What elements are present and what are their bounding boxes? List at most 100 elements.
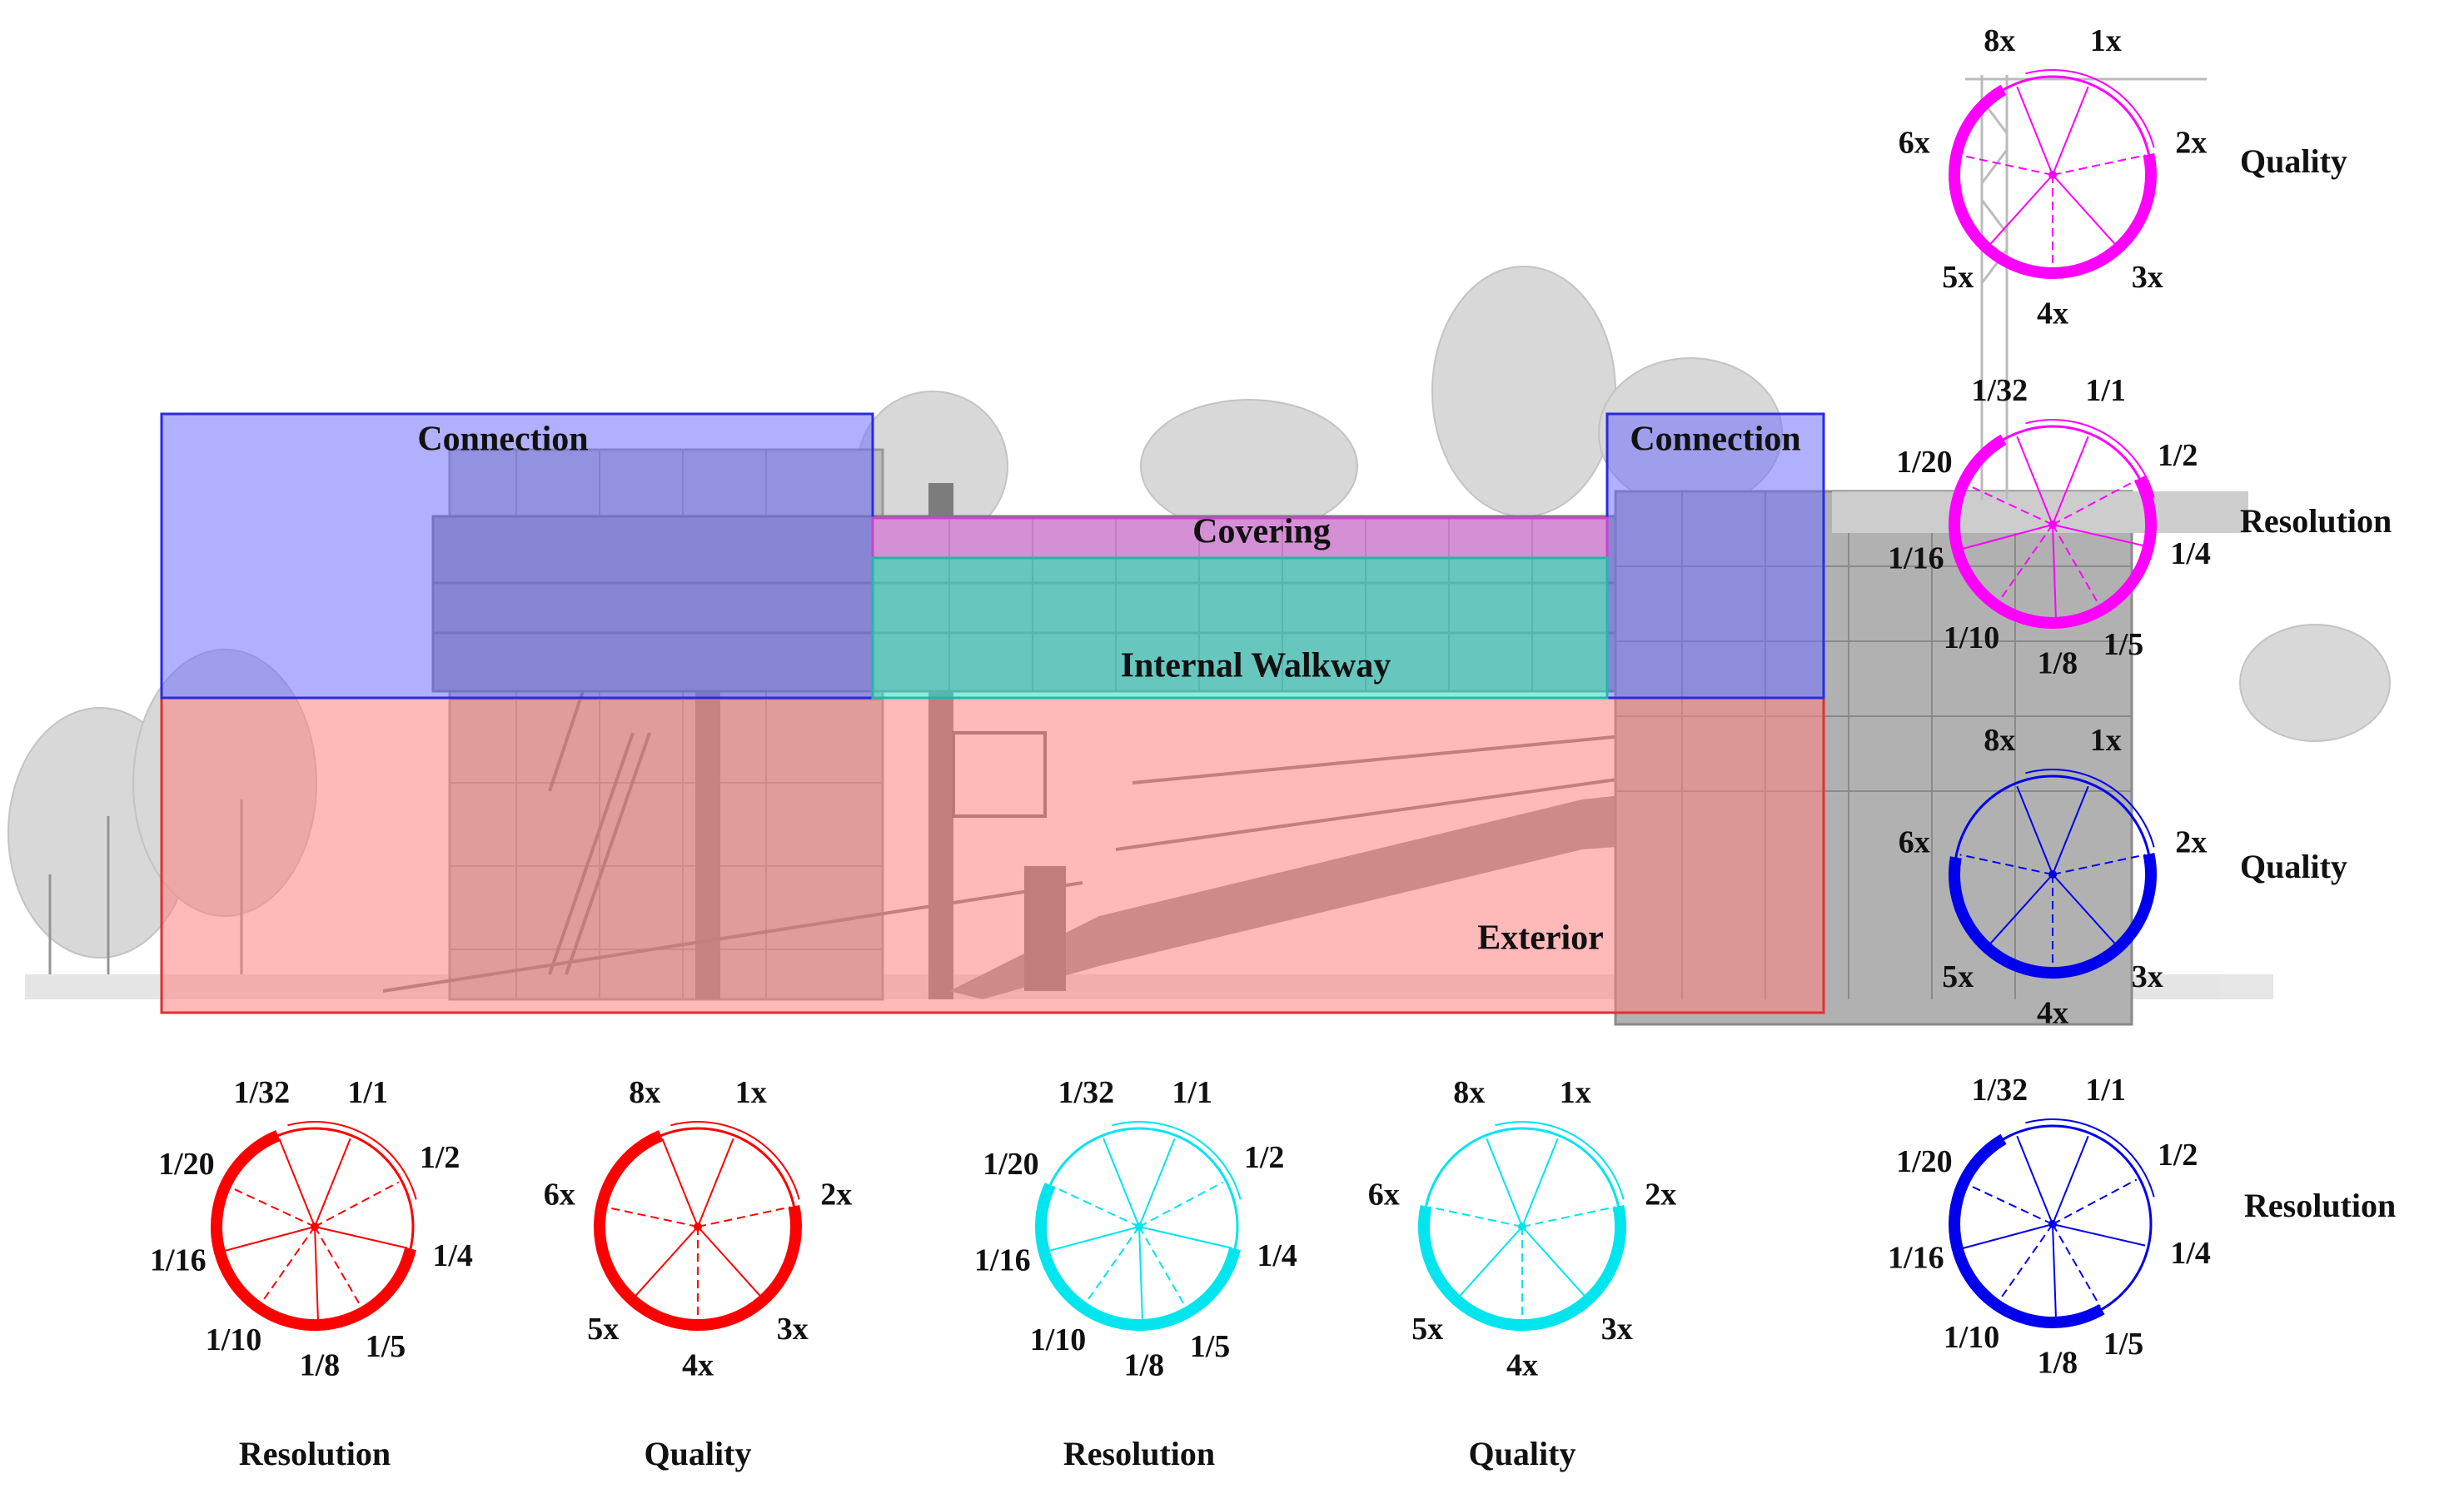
- dial-spoke: [2016, 785, 2053, 875]
- dial-tick-label: 1/8: [300, 1348, 341, 1383]
- dial-tick-label: 1/10: [1030, 1322, 1087, 1357]
- dial-spoke: [314, 1226, 408, 1249]
- dial-tick-label: 4x: [1506, 1348, 1538, 1383]
- dial-resolution-blue: 1/11/21/41/51/81/101/161/201/32Resolutio…: [1888, 1073, 2396, 1381]
- dial-tick-label: 1/20: [158, 1147, 215, 1182]
- dial-tick-label: 1/2: [1244, 1140, 1285, 1175]
- dial-caption: Resolution: [1063, 1435, 1215, 1472]
- dial-tick-label: 4x: [2037, 296, 2068, 331]
- dial-spoke: [2052, 785, 2089, 875]
- dial-tick-label: 5x: [587, 1312, 619, 1347]
- dial-resolution-cyan: 1/11/21/41/51/81/101/161/201/32Resolutio…: [974, 1075, 1297, 1472]
- dial-tick-label: 1/1: [2085, 373, 2126, 408]
- dial-spoke: [1521, 1226, 1587, 1298]
- dial-spoke: [1457, 1226, 1523, 1298]
- dial-spoke: [2052, 524, 2101, 608]
- zone-connection-left: [160, 412, 874, 700]
- dial-tick-label: 1/10: [1944, 620, 2000, 655]
- dial-tick-label: 2x: [2175, 824, 2207, 859]
- dial-tick-label: 1/32: [1972, 1073, 2028, 1108]
- dial-tick-label: 6x: [544, 1177, 575, 1212]
- dial-spoke: [2016, 1135, 2053, 1225]
- dial-tick-label: 1/4: [432, 1238, 473, 1273]
- dial-spoke: [1138, 1226, 1187, 1310]
- dial-spoke: [314, 1181, 400, 1228]
- dial-tick-label: 2x: [2175, 125, 2207, 160]
- dial-spoke: [2052, 1223, 2101, 1307]
- dial-hub: [2048, 171, 2057, 179]
- dial-tick-label: 2x: [820, 1177, 852, 1212]
- dial-tick-label: 6x: [1899, 125, 1930, 160]
- dial-spoke: [1138, 1138, 1176, 1228]
- dial-thick-arc: [1949, 434, 2157, 629]
- dial-tick-label: 6x: [1899, 824, 1930, 859]
- dial-tick-label: 1/10: [206, 1322, 262, 1357]
- dial-spoke: [697, 1138, 734, 1228]
- dial-tick-label: 1/2: [2158, 438, 2198, 473]
- dial-spoke: [1966, 1183, 2053, 1225]
- dial-tick-label: 1/2: [2158, 1138, 2198, 1173]
- dial-tick-label: 1/5: [2103, 1327, 2144, 1362]
- dial-thick-arc: [594, 1130, 802, 1331]
- zone-label-covering: Covering: [1192, 513, 1331, 551]
- dial-tick-label: 1/20: [983, 1147, 1039, 1182]
- dial-spoke: [278, 1138, 316, 1228]
- dial-spoke: [1960, 524, 2053, 550]
- dial-tick-label: 1/16: [150, 1243, 207, 1278]
- dial-tick-label: 1/10: [1944, 1320, 2000, 1355]
- dial-tick-label: 1/1: [2085, 1073, 2126, 1108]
- dial-tick-label: 2x: [1645, 1177, 1676, 1212]
- dial-tick-label: 1/5: [366, 1329, 406, 1364]
- zone-connection-right: [1605, 412, 1825, 700]
- zone-label-connection-right: Connection: [1630, 421, 1800, 459]
- dial-spoke: [1959, 854, 2053, 875]
- dial-tick-label: 1/4: [1257, 1238, 1297, 1273]
- dial-outer-arc: [670, 1121, 800, 1200]
- dial-spoke: [2052, 1223, 2146, 1247]
- dial-tick-label: 5x: [1942, 959, 1974, 994]
- dial-outer-arc: [1112, 1121, 1242, 1200]
- dial-hub: [694, 1223, 702, 1231]
- dial-spoke: [1960, 1223, 2053, 1250]
- dial-spoke: [228, 1185, 316, 1228]
- dial-hub: [311, 1223, 319, 1231]
- dial-hub: [1518, 1223, 1526, 1231]
- dial-spoke: [1138, 1226, 1143, 1322]
- dial-caption: Resolution: [2240, 502, 2392, 540]
- dial-spoke: [605, 1206, 699, 1228]
- dial-tick-label: 1/8: [2038, 1346, 2078, 1381]
- zone-exterior: [160, 696, 1825, 1014]
- dial-tick-label: 1/1: [1172, 1075, 1212, 1110]
- dial-spoke: [2016, 436, 2053, 525]
- dial-tick-label: 1/16: [1888, 541, 1944, 576]
- dial-tick-label: 8x: [1984, 23, 2015, 58]
- zone-label-internal-walkway: Internal Walkway: [1121, 647, 1391, 685]
- dial-thick-arc: [1948, 84, 2157, 279]
- dial-resolution-red: 1/11/21/41/51/81/101/161/201/32Resolutio…: [150, 1075, 473, 1472]
- dial-caption: Quality: [645, 1435, 752, 1472]
- dial-caption: Resolution: [2244, 1187, 2396, 1224]
- dial-caption: Resolution: [239, 1435, 391, 1472]
- dial-spoke: [2052, 174, 2118, 247]
- dial-spoke: [2052, 854, 2146, 875]
- dial-spoke: [1429, 1206, 1523, 1228]
- dial-tick-label: 4x: [682, 1348, 714, 1383]
- dial-spoke: [697, 1226, 763, 1298]
- dial-spoke: [2052, 154, 2146, 176]
- dial-tick-label: 1x: [1560, 1075, 1591, 1110]
- zone-label-exterior: Exterior: [1477, 919, 1604, 958]
- dial-tick-label: 1x: [2090, 23, 2122, 58]
- dial-resolution-magenta: 1/11/21/41/51/81/101/161/201/32Resolutio…: [1888, 373, 2392, 681]
- dial-spoke: [2052, 1178, 2138, 1225]
- dial-spoke: [1138, 1226, 1232, 1249]
- dial-spoke: [2052, 524, 2057, 620]
- dial-caption: Quality: [2240, 142, 2347, 180]
- dial-spoke: [1103, 1138, 1140, 1228]
- dial-spoke: [1521, 1138, 1559, 1228]
- dial-outer-arc: [2025, 419, 2155, 498]
